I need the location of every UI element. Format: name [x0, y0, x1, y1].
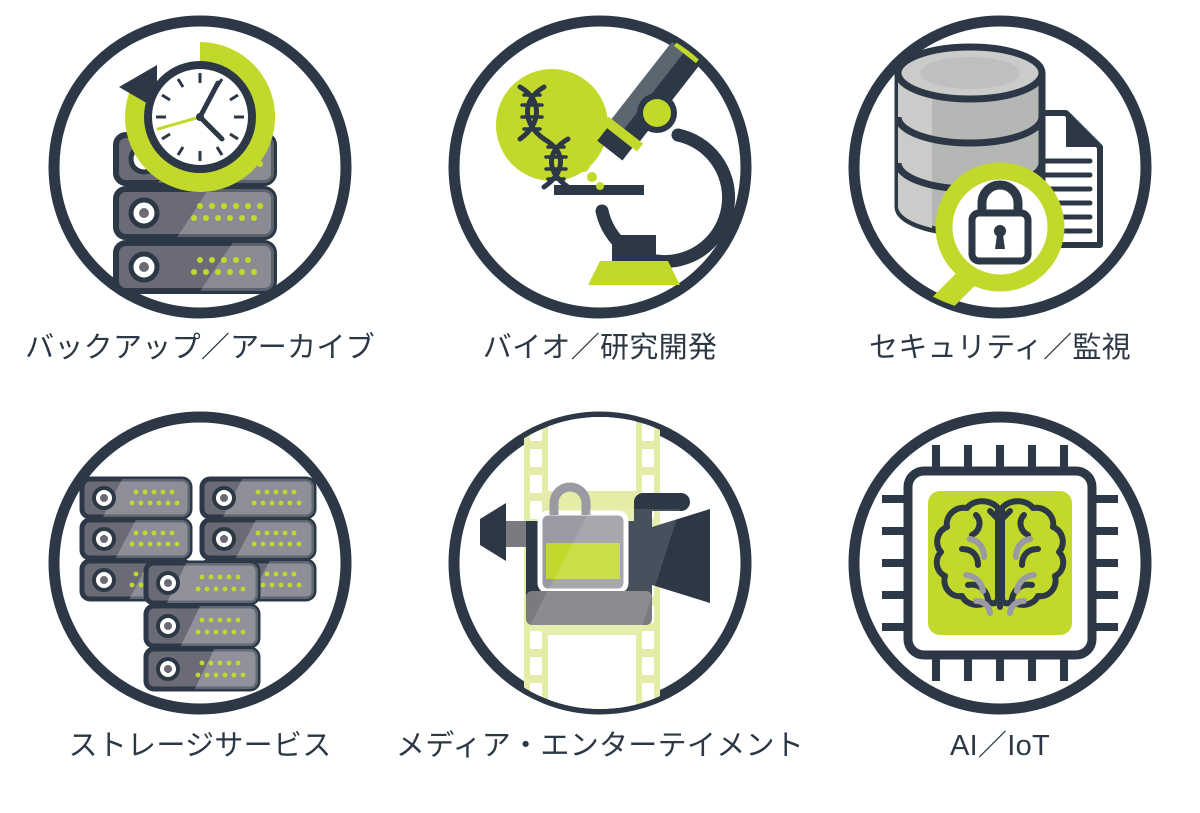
- server-stacks-icon: [40, 403, 360, 723]
- icon-label-bio-rnd: バイオ／研究開発: [482, 332, 718, 364]
- grid-cell-media-entertainment[interactable]: メディア・エンターテイメント: [396, 400, 804, 800]
- video-camera-filmstrip-icon: [440, 403, 760, 723]
- cpu-brain-icon: [840, 403, 1160, 723]
- grid-cell-storage-service[interactable]: ストレージサービス: [0, 400, 400, 800]
- icon-label-security-monitoring: セキュリティ／監視: [869, 332, 1131, 364]
- grid-cell-bio-rnd[interactable]: バイオ／研究開発: [400, 0, 800, 400]
- icon-label-storage-service: ストレージサービス: [68, 730, 332, 762]
- grid-cell-ai-iot[interactable]: AI／IoT: [800, 400, 1200, 800]
- icon-label-backup-archive: バックアップ／アーカイブ: [25, 332, 375, 364]
- microscope-dna-icon: [440, 7, 760, 327]
- grid-cell-security-monitoring[interactable]: セキュリティ／監視: [800, 0, 1200, 400]
- server-rack-clock-icon: [40, 7, 360, 327]
- grid-cell-backup-archive[interactable]: バックアップ／アーカイブ: [0, 0, 400, 400]
- icon-label-media-entertainment: メディア・エンターテイメント: [395, 730, 805, 762]
- database-lock-magnifier-icon: [840, 7, 1160, 327]
- icon-label-ai-iot: AI／IoT: [949, 730, 1051, 762]
